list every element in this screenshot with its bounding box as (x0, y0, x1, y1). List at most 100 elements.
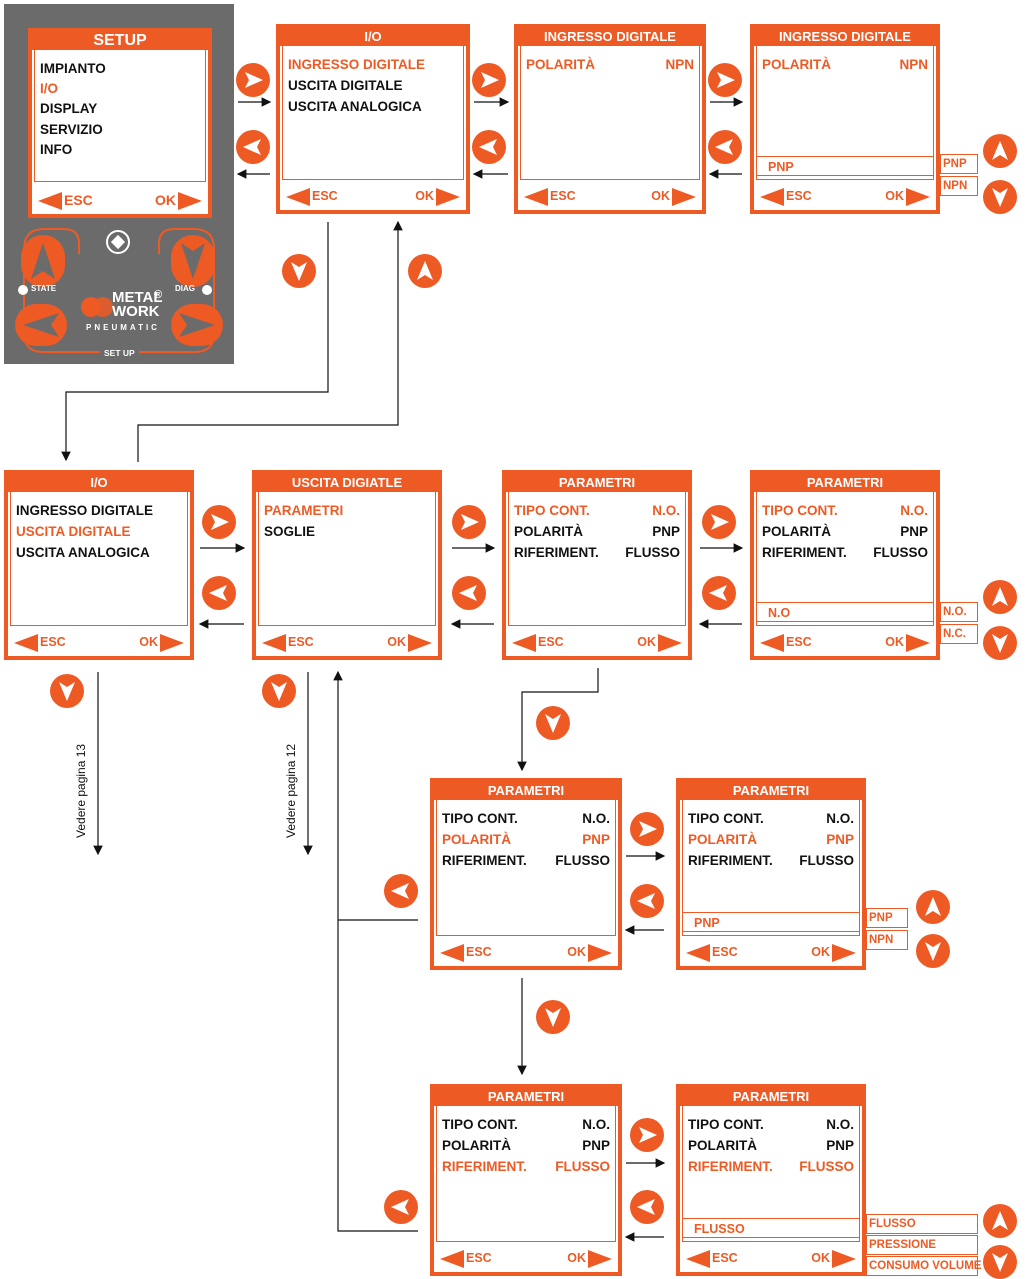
ok-softkey[interactable]: OK (811, 943, 856, 962)
param-row-riferiment[interactable]: RIFERIMENT.FLUSSO (688, 1158, 854, 1176)
right-nav-button[interactable] (452, 505, 486, 539)
param-row-riferiment[interactable]: RIFERIMENT.FLUSSO (442, 1158, 610, 1176)
menu-item-display[interactable]: DISPLAY (40, 100, 200, 118)
device-right-button[interactable] (171, 304, 223, 346)
ok-softkey[interactable]: OK (651, 187, 696, 206)
menu-item-uscita-analogica[interactable]: USCITA ANALOGICA (288, 98, 458, 116)
left-nav-button[interactable] (630, 884, 664, 918)
esc-softkey[interactable]: ESC (440, 1249, 492, 1268)
option-consumo-volume[interactable]: CONSUMO VOLUME (866, 1256, 981, 1276)
option-flusso[interactable]: FLUSSO (866, 1214, 978, 1234)
ok-softkey[interactable]: OK (567, 943, 612, 962)
menu-item-impianto[interactable]: IMPIANTO (40, 60, 200, 78)
right-nav-button[interactable] (202, 505, 236, 539)
up-nav-button[interactable] (983, 134, 1017, 168)
param-row-riferiment[interactable]: RIFERIMENT.FLUSSO (688, 852, 854, 870)
down-nav-button[interactable] (983, 626, 1017, 660)
menu-item-io[interactable]: I/O (40, 80, 200, 98)
option-npn[interactable]: NPN (866, 930, 908, 950)
param-row-tipo-cont[interactable]: TIPO CONT.N.O. (762, 502, 928, 520)
down-nav-button[interactable] (983, 180, 1017, 214)
esc-softkey[interactable]: ESC (512, 633, 564, 652)
device-down-button[interactable] (171, 235, 215, 287)
menu-item-uscita-analogica[interactable]: USCITA ANALOGICA (16, 544, 182, 562)
esc-softkey[interactable]: ESC (262, 633, 314, 652)
ok-softkey[interactable]: OK (811, 1249, 856, 1268)
param-row-tipo-cont[interactable]: TIPO CONT.N.O. (688, 1116, 854, 1134)
ok-softkey[interactable]: OK (885, 187, 930, 206)
esc-softkey[interactable]: ESC (760, 187, 812, 206)
option-npn[interactable]: NPN (940, 176, 978, 196)
param-row-riferiment[interactable]: RIFERIMENT.FLUSSO (442, 852, 610, 870)
ok-softkey[interactable]: OK (387, 633, 432, 652)
right-nav-button[interactable] (472, 63, 506, 97)
param-row-riferiment[interactable]: RIFERIMENT.FLUSSO (514, 544, 680, 562)
left-nav-button[interactable] (708, 130, 742, 164)
param-row-riferiment[interactable]: RIFERIMENT.FLUSSO (762, 544, 928, 562)
menu-item-ingresso-digitale[interactable]: INGRESSO DIGITALE (16, 502, 182, 520)
down-nav-button[interactable] (916, 934, 950, 968)
option-pnp[interactable]: PNP (940, 154, 978, 174)
param-row-tipo-cont[interactable]: TIPO CONT.N.O. (688, 810, 854, 828)
left-nav-button[interactable] (472, 130, 506, 164)
left-nav-button[interactable] (236, 130, 270, 164)
up-nav-button[interactable] (408, 254, 442, 288)
right-nav-button[interactable] (702, 505, 736, 539)
right-nav-button[interactable] (630, 812, 664, 846)
menu-item-parametri[interactable]: PARAMETRI (264, 502, 430, 520)
edit-value-bar[interactable]: N.O (756, 602, 934, 622)
left-nav-button[interactable] (384, 874, 418, 908)
edit-value-bar[interactable]: PNP (682, 912, 860, 932)
esc-softkey[interactable]: ESC (38, 191, 93, 211)
esc-softkey[interactable]: ESC (286, 187, 338, 206)
right-nav-button[interactable] (236, 63, 270, 97)
down-nav-button[interactable] (282, 254, 316, 288)
menu-item-soglie[interactable]: SOGLIE (264, 523, 430, 541)
option-pnp[interactable]: PNP (866, 908, 908, 928)
down-nav-button[interactable] (536, 706, 570, 740)
down-nav-button[interactable] (536, 1000, 570, 1034)
ok-softkey[interactable]: OK (637, 633, 682, 652)
up-nav-button[interactable] (983, 1204, 1017, 1238)
down-nav-button[interactable] (983, 1245, 1017, 1279)
ok-softkey[interactable]: OK (567, 1249, 612, 1268)
ok-softkey[interactable]: OK (155, 191, 202, 211)
param-row-tipo-cont[interactable]: TIPO CONT.N.O. (442, 810, 610, 828)
option-nc[interactable]: N.C. (940, 624, 978, 644)
device-up-button[interactable] (21, 235, 65, 287)
ok-softkey[interactable]: OK (885, 633, 930, 652)
device-left-button[interactable] (15, 304, 67, 346)
down-nav-button[interactable] (50, 674, 84, 708)
menu-item-servizio[interactable]: SERVIZIO (40, 121, 200, 139)
left-nav-button[interactable] (702, 576, 736, 610)
ok-softkey[interactable]: OK (415, 187, 460, 206)
esc-softkey[interactable]: ESC (524, 187, 576, 206)
left-nav-button[interactable] (452, 576, 486, 610)
up-nav-button[interactable] (916, 890, 950, 924)
menu-item-info[interactable]: INFO (40, 141, 200, 159)
param-row-tipo-cont[interactable]: TIPO CONT.N.O. (442, 1116, 610, 1134)
left-nav-button[interactable] (630, 1190, 664, 1224)
ok-softkey[interactable]: OK (139, 633, 184, 652)
option-pressione[interactable]: PRESSIONE (866, 1235, 978, 1255)
edit-value-bar[interactable]: FLUSSO (682, 1218, 860, 1238)
esc-softkey[interactable]: ESC (440, 943, 492, 962)
down-nav-button[interactable] (262, 674, 296, 708)
esc-softkey[interactable]: ESC (686, 1249, 738, 1268)
option-no[interactable]: N.O. (940, 602, 978, 622)
up-nav-button[interactable] (983, 580, 1017, 614)
left-nav-button[interactable] (384, 1190, 418, 1224)
right-nav-button[interactable] (630, 1118, 664, 1152)
menu-item-uscita-digitale[interactable]: USCITA DIGITALE (288, 77, 458, 95)
edit-value-bar[interactable]: PNP (756, 156, 934, 176)
param-row-tipo-cont[interactable]: TIPO CONT.N.O. (514, 502, 680, 520)
esc-softkey[interactable]: ESC (760, 633, 812, 652)
